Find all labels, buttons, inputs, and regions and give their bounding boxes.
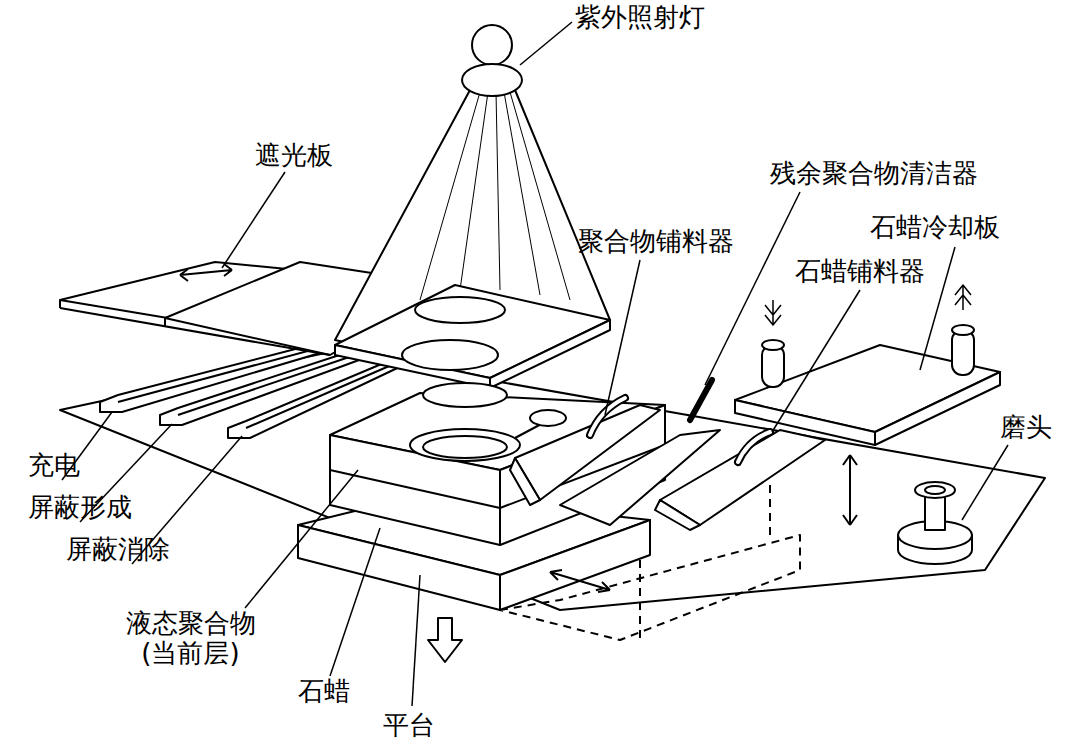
part-label: 聚合物铺料器 xyxy=(578,226,734,256)
part-label: 充电 xyxy=(28,450,80,480)
part-label: 石蜡铺料器 xyxy=(795,256,925,286)
leader-lines xyxy=(62,22,1008,706)
part-label: 屏蔽消除 xyxy=(66,534,170,564)
mask-slab xyxy=(335,285,610,388)
wax-cooling-plate xyxy=(735,285,1000,445)
part-label: 石蜡冷却板 xyxy=(870,212,1000,242)
down-arrow xyxy=(428,618,462,662)
part-label: 紫外照射灯 xyxy=(575,2,705,32)
part-label: 遮光板 xyxy=(255,140,333,170)
platform-ghost xyxy=(500,485,800,640)
lift-arrow xyxy=(843,455,857,525)
part-label: 磨头 xyxy=(1000,412,1052,442)
part-label: 平台 xyxy=(383,710,435,740)
wax-spreader xyxy=(655,430,825,530)
slide-arrow xyxy=(180,264,232,281)
part-label: 屏蔽形成 xyxy=(28,492,132,522)
shift-arrow xyxy=(550,570,610,592)
grinder xyxy=(898,482,972,564)
part-label: 液态聚合物 (当前层) xyxy=(118,608,263,668)
part-label: 石蜡 xyxy=(298,676,350,706)
part-label: 残余聚合物清洁器 xyxy=(770,158,978,188)
